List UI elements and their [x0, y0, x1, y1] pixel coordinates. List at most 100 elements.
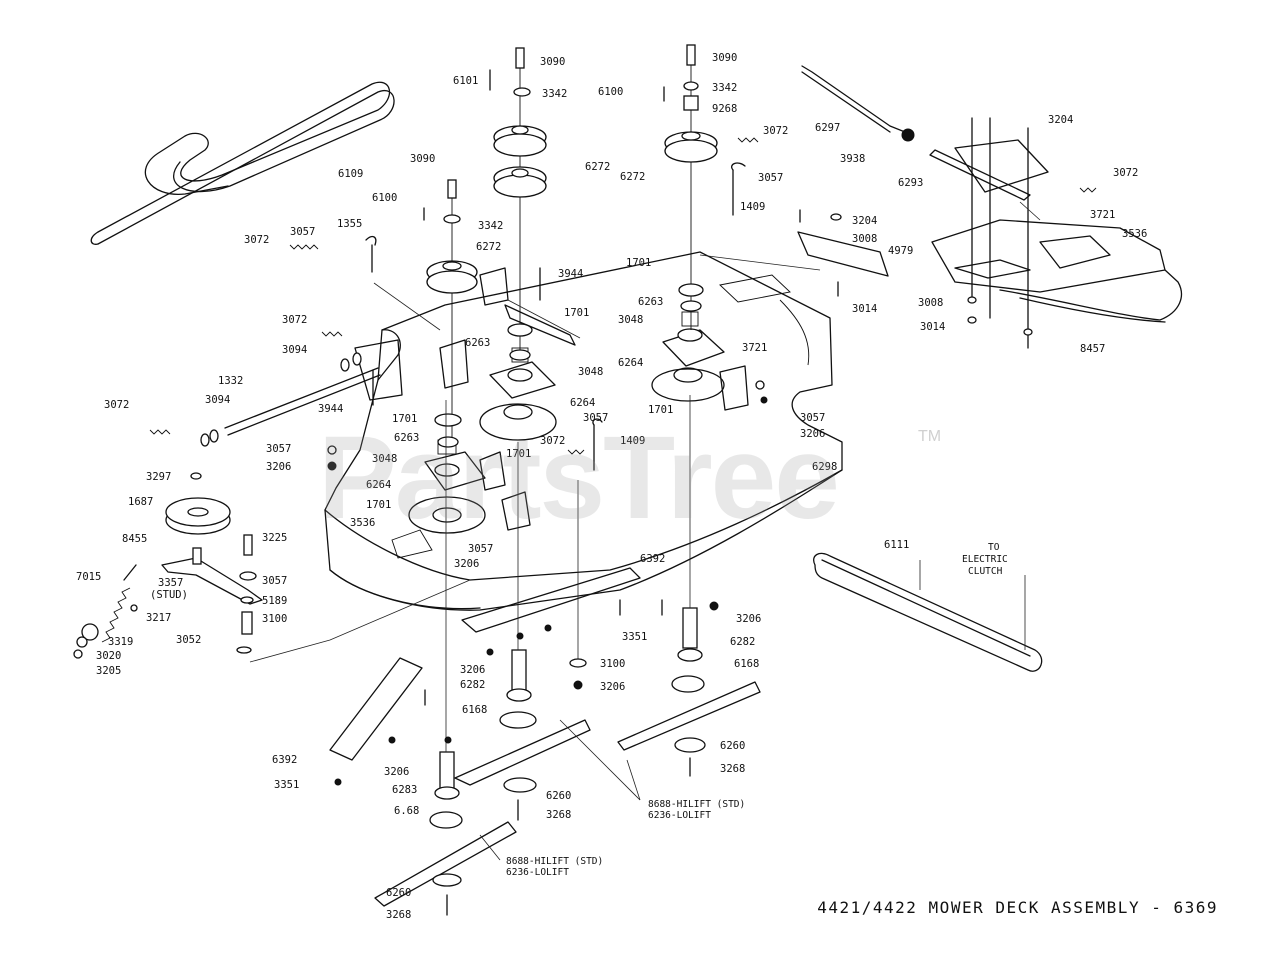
- hardware-nuts: [327, 380, 768, 786]
- part-label: 3944: [558, 268, 583, 280]
- part-label: 3094: [205, 394, 230, 406]
- part-label: 3014: [852, 303, 877, 315]
- part-label: 1701: [366, 499, 391, 511]
- part-label: 3319: [108, 636, 133, 648]
- part-label: 3268: [720, 763, 745, 775]
- control-rod-6297: [801, 65, 915, 142]
- idler-arm-8455: [161, 534, 263, 654]
- part-label: 3090: [712, 52, 737, 64]
- part-label: 6.68: [394, 805, 419, 817]
- part-label: 6263: [638, 296, 663, 308]
- part-label: 3206: [266, 461, 291, 473]
- part-label: 3721: [742, 342, 767, 354]
- part-label: 3268: [386, 909, 411, 921]
- part-label: 6109: [338, 168, 363, 180]
- spindle-housing-center: [479, 347, 557, 441]
- part-label: 3206: [454, 558, 479, 570]
- part-label: 6260: [386, 887, 411, 899]
- part-label: 6260: [546, 790, 571, 802]
- part-label: 1701: [564, 307, 589, 319]
- part-label: 3090: [410, 153, 435, 165]
- part-label: 6236-LOLIFT: [648, 810, 711, 821]
- part-label: 8457: [1080, 343, 1105, 355]
- part-label: 1409: [740, 201, 765, 213]
- part-label: 6168: [462, 704, 487, 716]
- spindle-shafts: [429, 607, 705, 829]
- part-label: 3206: [800, 428, 825, 440]
- part-label: 1409: [620, 435, 645, 447]
- part-label: 3072: [1113, 167, 1138, 179]
- pulley-stack-6272-left: [426, 179, 478, 440]
- part-label: 3094: [282, 344, 307, 356]
- part-label: 3225: [262, 532, 287, 544]
- blade-washers: [432, 737, 706, 916]
- part-label: (STUD): [150, 589, 188, 601]
- part-label: 8455: [122, 533, 147, 545]
- part-label: 6283: [392, 784, 417, 796]
- part-label: 6272: [620, 171, 645, 183]
- belt-6111: [813, 552, 1043, 672]
- clutch-note-line: TO: [988, 542, 1000, 553]
- part-label: 6293: [898, 177, 923, 189]
- part-label: 6111: [884, 539, 909, 551]
- part-label: 3536: [1122, 228, 1147, 240]
- part-label: 3342: [478, 220, 503, 232]
- part-label: 3268: [546, 809, 571, 821]
- part-label: 6263: [394, 432, 419, 444]
- part-label: 3938: [840, 153, 865, 165]
- watermark-trademark: TM: [918, 428, 942, 445]
- watermark-logo: PartsTree: [318, 412, 840, 544]
- part-label: 6264: [366, 479, 391, 491]
- clutch-note-line: ELECTRIC: [962, 554, 1008, 565]
- clutch-note-line: CLUTCH: [968, 566, 1003, 577]
- part-label: 3057: [262, 575, 287, 587]
- part-label: 6272: [585, 161, 610, 173]
- part-label: 6264: [618, 357, 643, 369]
- part-label: 3014: [920, 321, 945, 333]
- part-label: 1701: [392, 413, 417, 425]
- part-label: 6297: [815, 122, 840, 134]
- part-label: 3342: [712, 82, 737, 94]
- baffle-6392-right: [461, 567, 641, 633]
- part-label: 3204: [1048, 114, 1073, 126]
- part-label: 3020: [96, 650, 121, 662]
- part-label: 4979: [888, 245, 913, 257]
- part-label: 6168: [734, 658, 759, 670]
- part-label: 3297: [146, 471, 171, 483]
- part-label: 3048: [618, 314, 643, 326]
- part-label: 3072: [104, 399, 129, 411]
- part-label: 3342: [542, 88, 567, 100]
- deflector-guard-3721: [931, 219, 1166, 293]
- part-label: 6282: [730, 636, 755, 648]
- part-label: 1701: [506, 448, 531, 460]
- rod-1332: [200, 352, 381, 447]
- part-labels: 3090 3342 6101 6272 3090 3342 6100 9268 …: [76, 52, 1147, 921]
- part-label: 3057: [468, 543, 493, 555]
- part-label: 1701: [648, 404, 673, 416]
- part-label: 6100: [372, 192, 397, 204]
- part-label: 6263: [465, 337, 490, 349]
- part-label: 3072: [244, 234, 269, 246]
- part-label: 3057: [800, 412, 825, 424]
- part-label: 6264: [570, 397, 595, 409]
- part-label: 3100: [600, 658, 625, 670]
- leader-lines: [249, 201, 1041, 861]
- mower-deck-housing-6298: [324, 251, 843, 611]
- part-label: 1332: [218, 375, 243, 387]
- part-label: 3008: [918, 297, 943, 309]
- part-label: 1355: [337, 218, 362, 230]
- part-label: 3072: [763, 125, 788, 137]
- part-label: 6101: [453, 75, 478, 87]
- blades: [374, 681, 761, 907]
- part-label: 1701: [626, 257, 651, 269]
- part-label: 3217: [146, 612, 171, 624]
- diagram-title: 4421/4422 MOWER DECK ASSEMBLY - 6369: [817, 898, 1218, 917]
- part-label: 3100: [262, 613, 287, 625]
- part-label: 3944: [318, 403, 343, 415]
- part-label: 3351: [622, 631, 647, 643]
- part-label: 3206: [600, 681, 625, 693]
- part-label: 3057: [290, 226, 315, 238]
- part-label: 3206: [384, 766, 409, 778]
